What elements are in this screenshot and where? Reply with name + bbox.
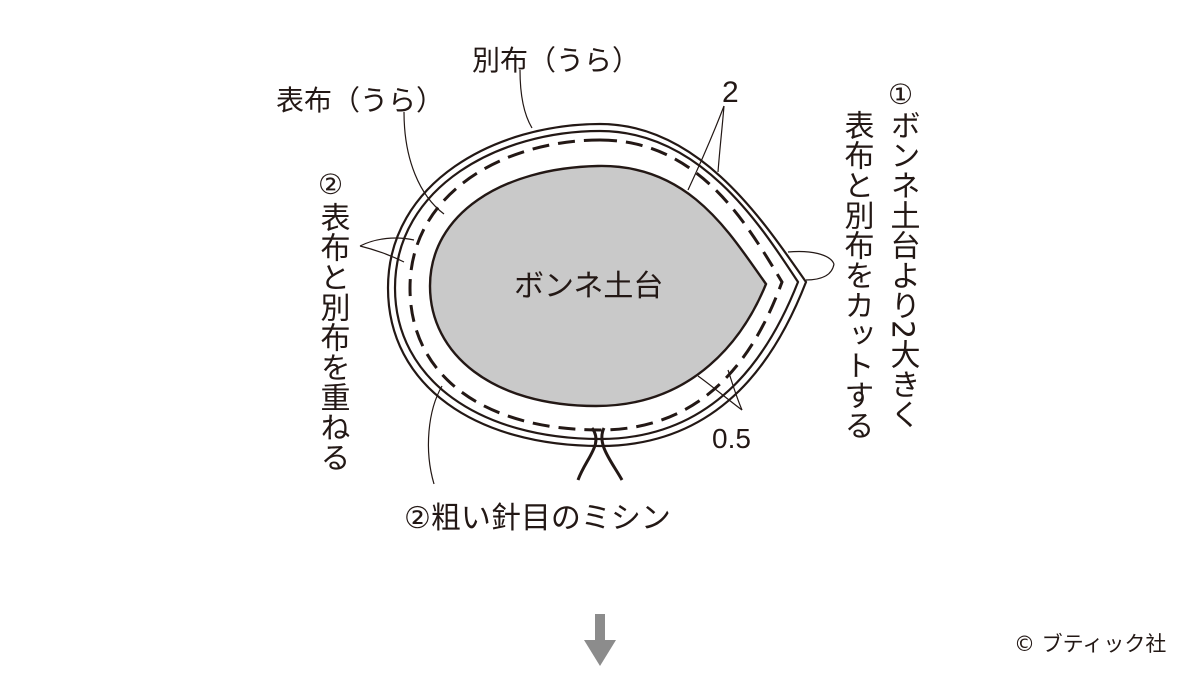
thread-end-left	[576, 427, 598, 481]
step2-text-left: 表布と別布を重ねる	[315, 202, 351, 472]
label-bessfu-ura: 別布（うら）	[472, 44, 640, 77]
leader-dim-05b	[697, 375, 743, 411]
leader-bessfu	[519, 69, 533, 129]
leader-omotefu	[403, 111, 445, 215]
leader-dim-2b	[717, 105, 725, 173]
leader-cut-a	[787, 250, 835, 265]
step2-circled-number: ②	[318, 168, 343, 201]
step1-text-col1: ボンネ土台より2大きく	[885, 110, 920, 429]
step1-circled-number: ①	[888, 78, 913, 111]
label-omotefu-ura: 表布（うら）	[276, 84, 444, 117]
leader-stack-b	[359, 245, 405, 263]
leader-machine	[427, 385, 443, 485]
copyright-notice: © ブティック社	[1014, 632, 1167, 656]
step2-machine-label: ②粗い針目のミシン	[404, 501, 671, 536]
stitch-line	[408, 138, 784, 432]
leader-dim-2a	[687, 105, 725, 191]
bonne-base-shape	[428, 164, 768, 408]
leader-stack-a	[359, 237, 415, 247]
down-arrow-icon	[584, 614, 616, 666]
leader-cut-b	[805, 263, 835, 281]
dim-label-2: 2	[722, 76, 739, 109]
dim-label-05: 0.5	[712, 423, 751, 454]
thread-end-right	[600, 427, 624, 481]
label-bonne-base: ボンネ土台	[514, 269, 663, 304]
step1-text-col2: 表布と別布をカットする	[839, 110, 875, 440]
leader-dim-05a	[727, 369, 743, 411]
